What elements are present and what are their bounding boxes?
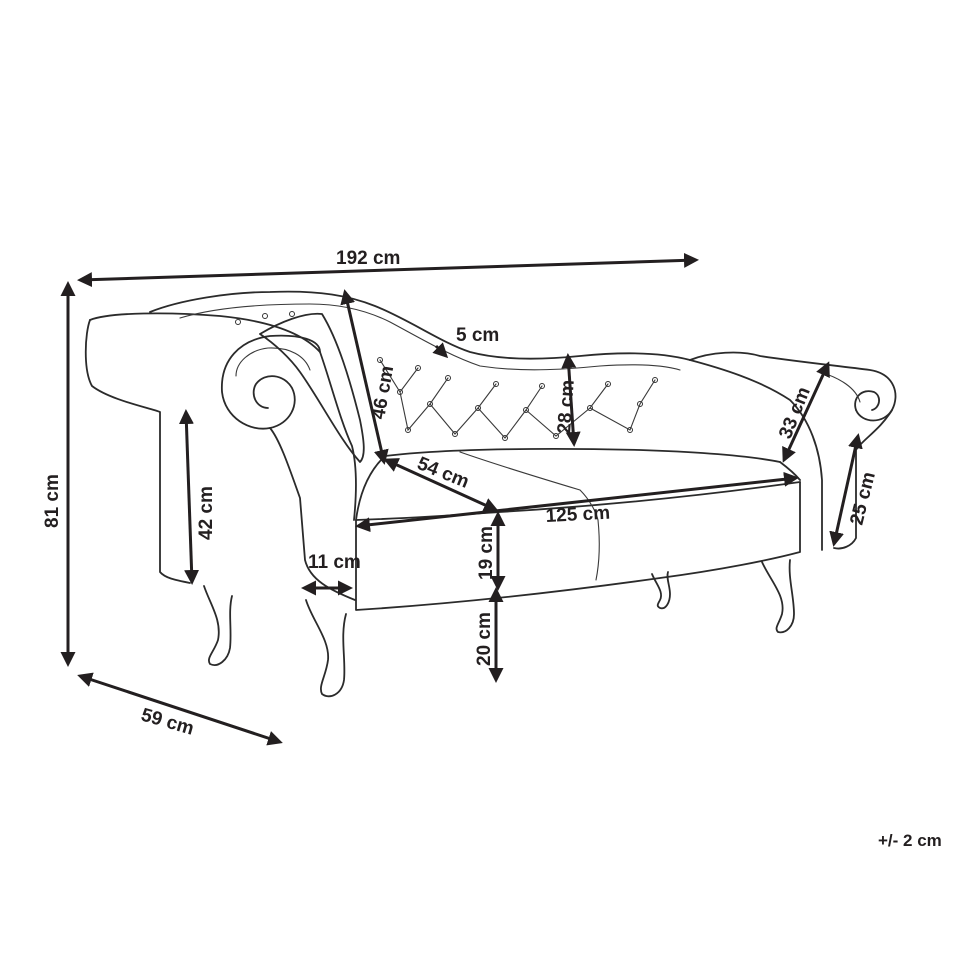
left-arm-inner-curve — [319, 351, 357, 521]
backrest-inner — [179, 303, 681, 371]
leg-front-right — [761, 559, 795, 634]
width-dimension-line — [77, 252, 699, 288]
left-arm-scroll-inner — [235, 347, 311, 377]
seat-width-dimension-line — [355, 471, 799, 533]
back-thickness-dimension-line — [432, 342, 449, 359]
leg-back-right — [651, 571, 671, 610]
overall-width-label: 192 cm — [336, 248, 400, 269]
seat-height-label: 19 cm — [476, 526, 497, 580]
seat-panel-seam — [595, 519, 600, 581]
arm-height-dimension-line — [178, 409, 200, 585]
tufting-lines — [379, 359, 656, 439]
dimension-labels: 192 cm 81 cm 59 cm 42 cm 46 cm 5 cm 28 c… — [42, 248, 942, 850]
left-arm-scroll — [221, 334, 321, 430]
left-arm-panel — [269, 427, 356, 601]
tufting — [235, 311, 658, 441]
arm-height-label: 42 cm — [196, 486, 217, 540]
dimension-lines — [60, 252, 863, 746]
overall-height-label: 81 cm — [42, 474, 63, 528]
tolerance-note: +/- 2 cm — [878, 831, 942, 850]
seat-front-panel — [355, 481, 801, 611]
back-height-label: 46 cm — [368, 364, 398, 421]
back-low-height-dimension-line — [561, 353, 581, 447]
right-arm-outline — [819, 371, 861, 403]
back-height-dimension-line — [340, 289, 389, 465]
backrest-seat-edge — [384, 447, 781, 463]
back-low-height-label: 28 cm — [554, 379, 579, 434]
leg-back-left — [203, 585, 233, 666]
arm-width-label: 11 cm — [308, 552, 361, 573]
right-arm-length-dimension-line — [782, 361, 830, 463]
depth-dimension-line — [77, 672, 283, 746]
right-arm-top — [689, 351, 897, 422]
backrest-top — [149, 290, 691, 361]
left-arm-outer — [84, 319, 191, 584]
leg-height-label: 20 cm — [474, 612, 495, 666]
right-arm-height-label: 25 cm — [846, 470, 879, 527]
depth-label: 59 cm — [139, 705, 197, 740]
left-arm-top — [89, 312, 321, 353]
seat-width-label: 125 cm — [545, 503, 610, 527]
right-arm-height-dimension-line — [829, 433, 863, 547]
leg-front-left — [305, 599, 347, 698]
right-arm-length-label: 33 cm — [775, 384, 815, 442]
back-thickness-label: 5 cm — [456, 325, 499, 346]
right-arm-scroll — [854, 390, 880, 411]
